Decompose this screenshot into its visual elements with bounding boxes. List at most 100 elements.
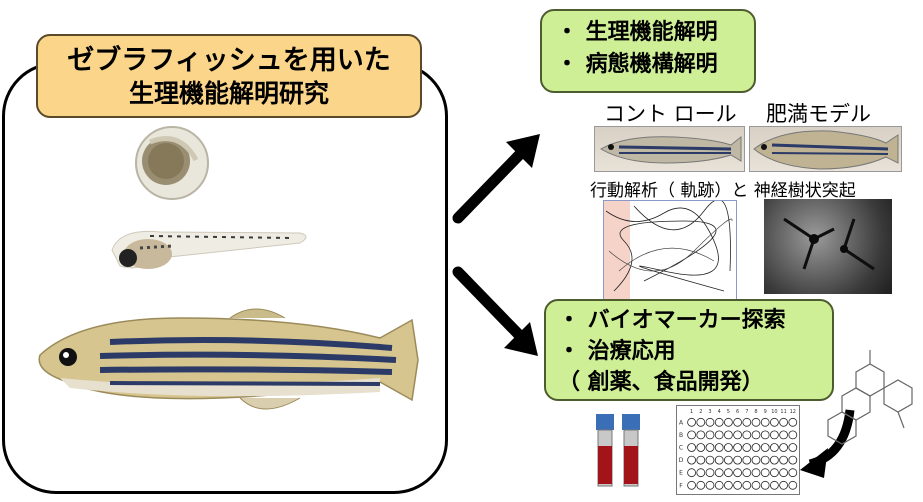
plate-col-label: 7 <box>745 409 748 415</box>
control-label: コント ロール <box>604 102 737 126</box>
plate-col-label: 12 <box>790 409 796 415</box>
neuron-dendrite-image <box>764 199 892 294</box>
plate-well <box>742 480 752 490</box>
plate-well <box>705 430 715 440</box>
larva-icon <box>111 230 307 269</box>
plate-well <box>687 480 697 490</box>
plate-well <box>733 430 742 440</box>
plate-well <box>770 480 779 490</box>
plate-row-label: B <box>679 432 683 439</box>
obese-fish-icon <box>753 130 899 170</box>
plate-well <box>714 430 724 440</box>
plate-well <box>687 417 697 427</box>
plate-well <box>733 480 742 490</box>
plate-well <box>705 417 715 427</box>
plate-well <box>705 443 715 452</box>
plate-well <box>751 443 761 452</box>
plate-well <box>742 455 752 465</box>
plate-well <box>696 443 706 452</box>
plate-well <box>770 430 779 440</box>
plate-well <box>788 430 798 440</box>
plate-well <box>687 468 697 478</box>
plate-well <box>733 443 742 452</box>
trajectory-icon <box>604 199 733 299</box>
plate-well <box>742 443 752 452</box>
plate-well <box>742 417 752 427</box>
plate-well <box>724 455 733 465</box>
plate-well <box>714 443 724 452</box>
goal-item-pathology: ・ 病態機構解明 <box>556 52 718 77</box>
plate-col-label: 8 <box>754 409 757 415</box>
plate-well <box>779 417 788 427</box>
plate-well <box>742 430 752 440</box>
plate-well <box>714 468 724 478</box>
plate-well <box>760 480 770 490</box>
plate-col-label: 3 <box>708 409 711 415</box>
plate-well <box>770 417 779 427</box>
study-frame <box>2 62 448 494</box>
control-fish-photo <box>594 126 745 172</box>
plate-well <box>788 455 798 465</box>
title-line-1: ゼブラフィッシュを用いた <box>67 45 391 76</box>
curved-arrow-icon <box>800 409 855 478</box>
plate-well <box>705 480 715 490</box>
plate-well <box>705 468 715 478</box>
plate-row-label: C <box>679 445 683 452</box>
plate-well <box>714 455 724 465</box>
plate-well <box>779 480 788 490</box>
plate-col-label: 6 <box>736 409 739 415</box>
plate-well <box>687 443 697 452</box>
plate-well <box>696 468 706 478</box>
physiology-goals-box: ・ 生理機能解明 ・ 病態機構解明 <box>540 9 756 93</box>
goal-item-biomarker: ・ バイオマーカー探索 <box>558 308 786 333</box>
plate-well <box>714 417 724 427</box>
plate-well <box>788 480 798 490</box>
plate-well <box>751 417 761 427</box>
obese-model-label: 肥満モデル <box>766 102 871 126</box>
plate-well <box>751 468 761 478</box>
plate-well <box>751 455 761 465</box>
plate-well <box>687 455 697 465</box>
title-box: ゼブラフィッシュを用いた 生理機能解明研究 <box>36 34 422 118</box>
plate-row-label: D <box>679 457 684 464</box>
plate-col-label: 4 <box>718 409 721 415</box>
plate-well <box>696 417 706 427</box>
plate-col-label: 1 <box>690 409 693 415</box>
plate-well <box>696 480 706 490</box>
plate-well <box>733 417 742 427</box>
plate-well <box>724 468 733 478</box>
plate-well <box>779 443 788 452</box>
plate-well <box>714 480 724 490</box>
neuron-icon <box>783 217 875 271</box>
plate-row-label: A <box>679 419 684 426</box>
goal-item-drug-food: （ 創薬、食品開発） <box>558 370 764 395</box>
plate-well <box>779 430 788 440</box>
blood-tubes-icon <box>596 414 640 487</box>
plate-well <box>779 468 788 478</box>
plate-row-label: E <box>679 470 683 477</box>
molecule-structure-icon <box>827 350 913 445</box>
plate-well <box>760 443 770 452</box>
arrow-down-icon <box>452 266 538 356</box>
plate-well <box>724 417 733 427</box>
title-line-2: 生理機能解明研究 <box>128 79 329 108</box>
adult-zebrafish-icon <box>38 308 419 410</box>
plate-well <box>733 455 742 465</box>
plate-well <box>733 468 742 478</box>
plate-col-label: 5 <box>727 409 730 415</box>
goal-item-therapy: ・ 治療応用 <box>558 339 676 364</box>
plate-row-label: F <box>679 482 683 489</box>
plate-well <box>742 468 752 478</box>
plate-well <box>724 443 733 452</box>
arrow-up-icon <box>452 134 540 224</box>
plate-well <box>770 455 779 465</box>
plate-col-label: 9 <box>764 409 767 415</box>
plate-col-label: 10 <box>771 409 777 415</box>
plate-well <box>760 468 770 478</box>
plate-well <box>696 430 706 440</box>
plate-well <box>687 430 697 440</box>
plate-well <box>788 468 798 478</box>
plate-well <box>760 455 770 465</box>
